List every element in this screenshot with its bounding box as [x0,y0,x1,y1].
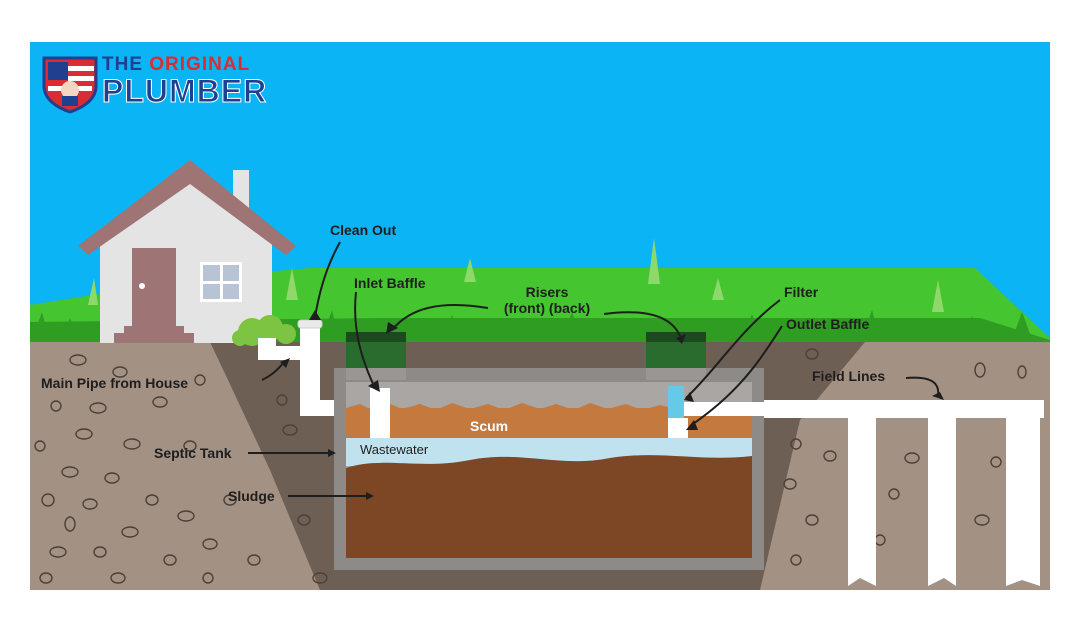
label-wastewater: Wastewater [360,442,429,457]
leader-lines [248,241,940,497]
label-scum: Scum [470,418,509,434]
label-inlet-baffle: Inlet Baffle [354,275,426,291]
brand-line-2: PLUMBER [101,73,268,110]
grass-tufts [30,310,1034,345]
septic-tank [334,368,764,570]
label-risers-back: (back) [548,300,591,316]
grass-blades-light [88,238,944,312]
house-gable [100,172,272,237]
house-roof [78,160,296,255]
brand-prefix: THE [102,54,143,75]
label-risers: Risers (front) (back) [492,284,602,316]
label-risers-front: (front) [503,300,546,316]
label-risers-title: Risers [525,284,569,300]
bush [232,315,296,346]
field-lines [684,400,1044,586]
label-sludge: Sludge [228,488,275,504]
sludge-layer [346,455,752,558]
main-pipe [258,338,308,360]
filter [668,386,684,418]
label-field-lines: Field Lines [812,368,886,384]
door-knob [139,283,145,289]
outlet-baffle [668,418,688,438]
label-risers-sub: (front) (back) [492,300,602,316]
house [78,160,296,343]
riser-back [646,332,706,380]
brand-highlight: ORIGINAL [149,54,251,75]
label-main-pipe: Main Pipe from House [41,375,189,391]
door-step-bottom [114,333,194,343]
label-outlet-baffle: Outlet Baffle [786,316,870,332]
riser-front [346,332,406,380]
scum-top [346,403,752,414]
inlet-baffle [370,388,390,438]
leader-arrowheads [280,310,944,500]
brand-line-1: THE ORIGINAL [102,54,250,76]
house-door [132,248,176,328]
label-filter: Filter [784,284,819,300]
door-step-top [124,326,184,334]
label-septic-tank: Septic Tank [154,445,232,461]
brand-logo [42,56,98,114]
label-clean-out: Clean Out [330,222,397,238]
